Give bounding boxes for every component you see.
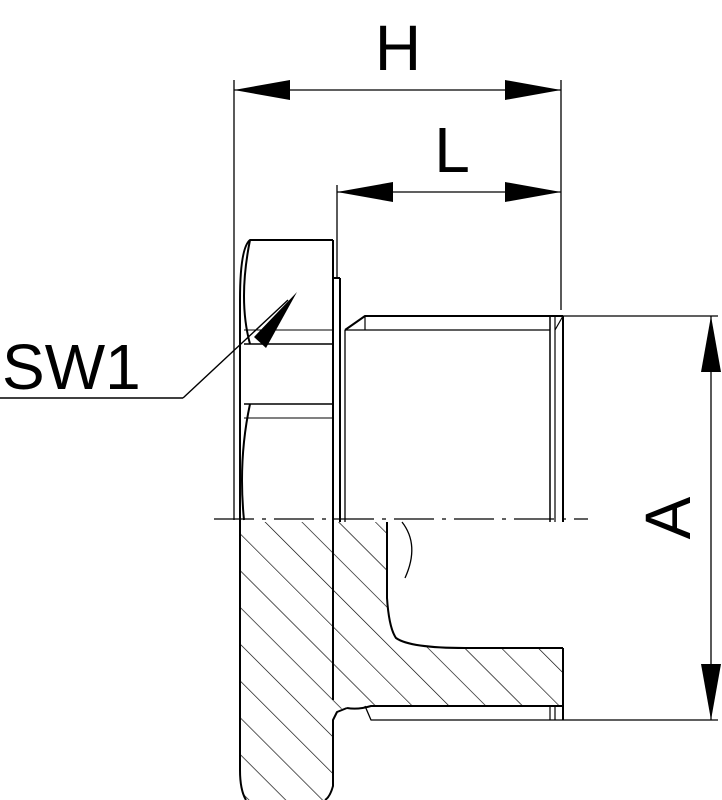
arrowhead-icon [701, 316, 721, 372]
hex-head-outline [239, 239, 333, 800]
arrowhead-icon [701, 664, 721, 720]
arrowhead-icon [505, 80, 561, 100]
label-sw1: SW1 [2, 331, 141, 403]
dimension-l [336, 182, 561, 278]
arrowhead-icon [234, 80, 290, 100]
dimension-label-l: L [434, 114, 470, 186]
arrowhead-icon [337, 182, 393, 202]
sw1-leader [0, 292, 297, 399]
dimension-label-h: H [375, 12, 421, 84]
dimension-a [555, 315, 721, 721]
outline [239, 239, 564, 800]
arrowhead-icon [505, 182, 561, 202]
dimension-h [233, 80, 562, 520]
bore-void [388, 522, 560, 648]
section-hatching [240, 522, 563, 800]
arrowhead-icon [254, 292, 297, 348]
dimension-label-a: A [632, 496, 704, 539]
